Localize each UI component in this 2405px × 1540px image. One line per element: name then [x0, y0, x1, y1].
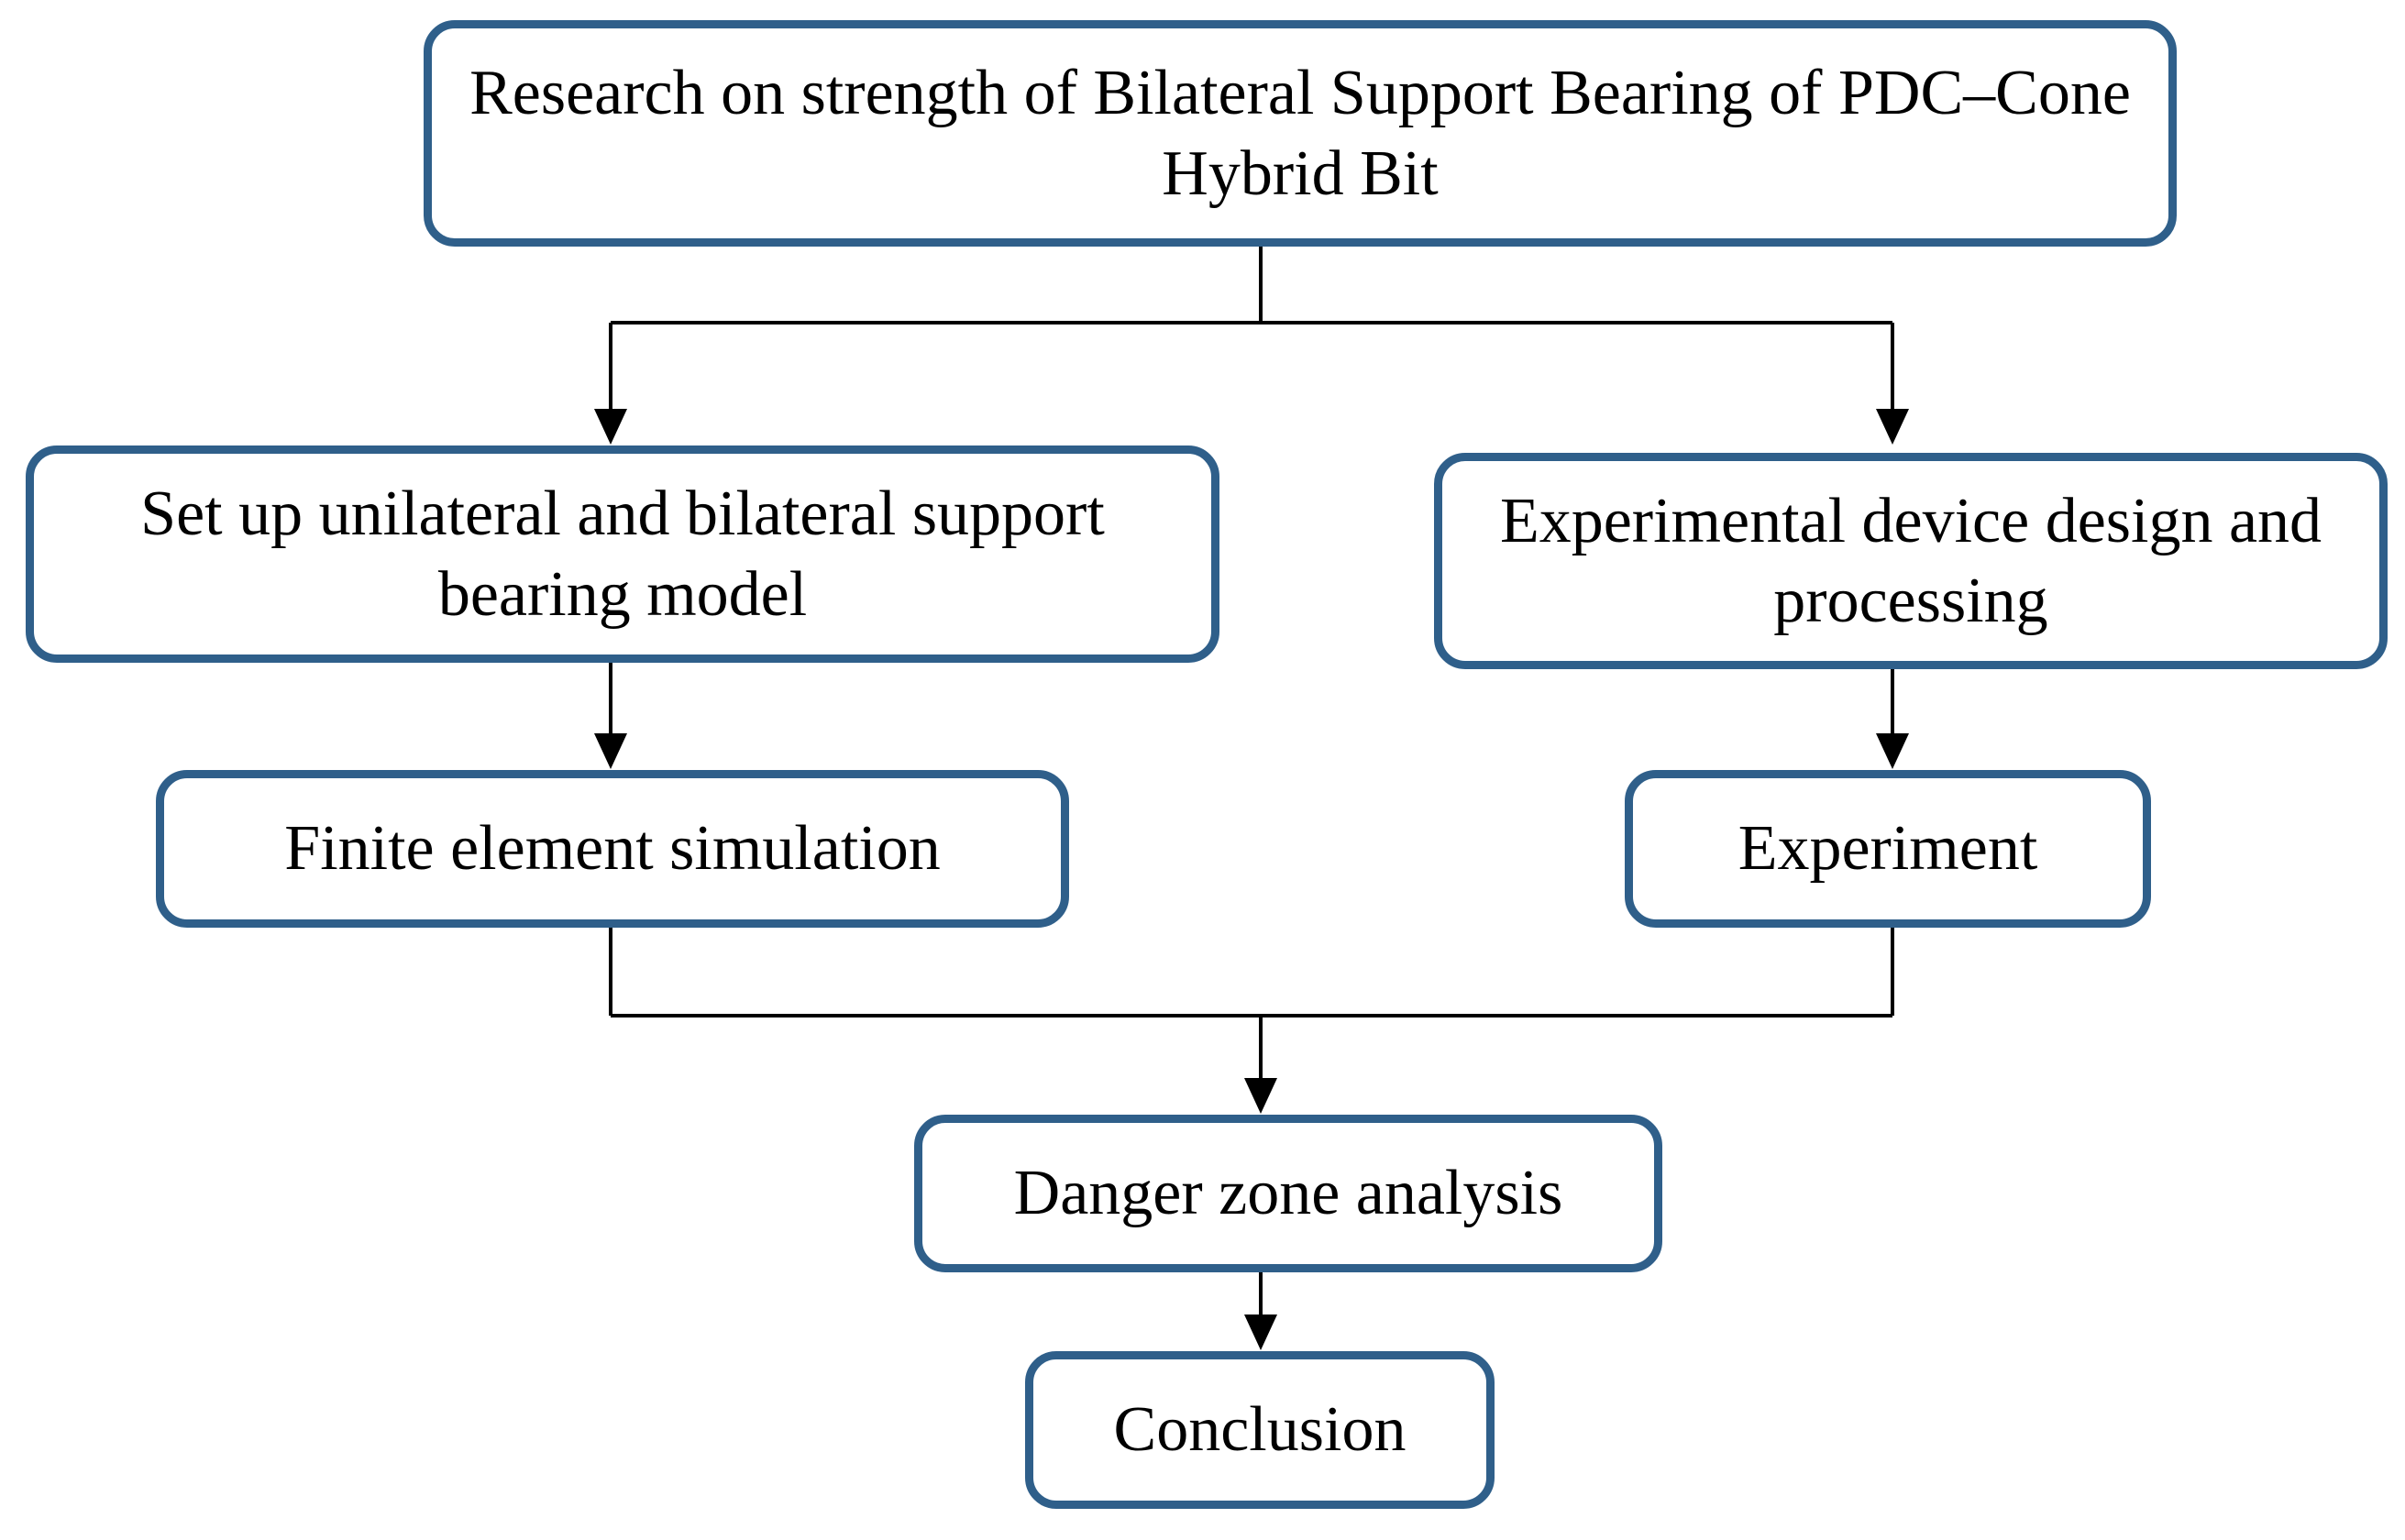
- research-box: Research on strength of Bilateral Suppor…: [424, 20, 2177, 247]
- research-label: Research on strength of Bilateral Suppor…: [469, 58, 2131, 209]
- experiment-label: Experiment: [1738, 813, 2038, 885]
- experiment-box: Experiment: [1625, 770, 2151, 928]
- danger-label: Danger zone analysis: [1013, 1158, 1563, 1229]
- arrowhead-to-experiment: [1876, 733, 1909, 769]
- fem-label: Finite element simulation: [284, 813, 941, 885]
- arrowhead-to-fem: [594, 733, 627, 769]
- conclusion-label: Conclusion: [1113, 1394, 1407, 1466]
- arrowhead-to-danger: [1244, 1078, 1277, 1114]
- danger-box: Danger zone analysis: [914, 1115, 1662, 1272]
- arrowhead-to-device: [1876, 409, 1909, 445]
- model-box: Set up unilateral and bilateral support …: [26, 446, 1219, 663]
- fem-box: Finite element simulation: [156, 770, 1069, 928]
- model-label: Set up unilateral and bilateral support …: [140, 478, 1105, 630]
- arrowhead-to-conclusion: [1244, 1314, 1277, 1350]
- device-label: Experimental device design and processin…: [1499, 485, 2322, 637]
- conclusion-box: Conclusion: [1025, 1351, 1495, 1509]
- device-box: Experimental device design and processin…: [1434, 453, 2388, 669]
- arrowhead-to-model: [594, 409, 627, 445]
